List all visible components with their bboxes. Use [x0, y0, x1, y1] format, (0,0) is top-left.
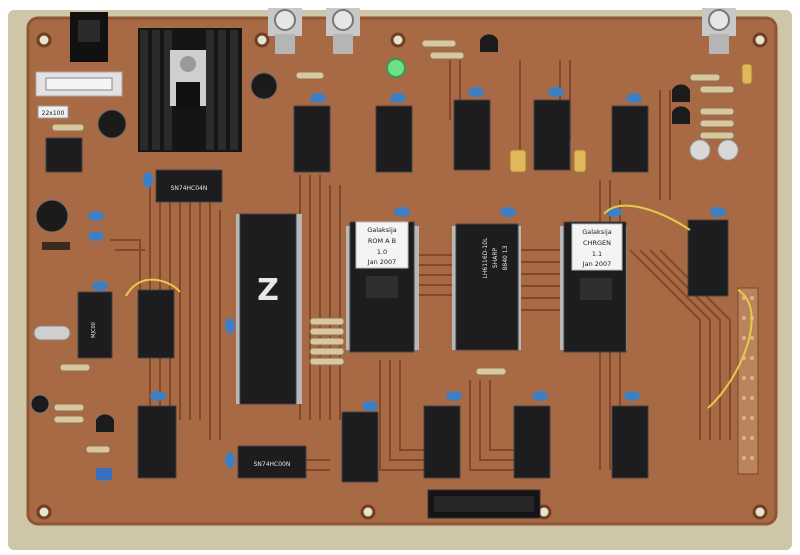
heatsink — [138, 28, 242, 152]
cpu-chip: Z — [239, 213, 297, 405]
resistor-network: 22x100 — [37, 105, 69, 119]
rom-label-line2: ROM A B — [368, 237, 396, 245]
capacitor — [97, 109, 127, 139]
ic-small-b-text: SN74HC00N — [254, 461, 291, 468]
resistor-network-text: 22x100 — [42, 110, 65, 117]
led-green — [386, 58, 406, 78]
capacitors — [30, 72, 739, 414]
ic-chip — [137, 289, 175, 359]
ic-chip — [137, 405, 177, 479]
rom-label — [355, 221, 409, 269]
rom-chip: Galaksija ROM A B 1.0 Jan 2007 — [349, 221, 415, 353]
ic-chip — [423, 405, 461, 479]
pin-header — [427, 489, 541, 519]
capacitor — [689, 139, 711, 161]
capacitor — [30, 394, 50, 414]
rom-label-line1: Galaksija — [367, 226, 397, 234]
rom-label-line3: 1.0 — [377, 248, 387, 256]
fuse — [35, 71, 123, 97]
diode — [42, 242, 70, 250]
chargen-label-line1: Galaksija — [582, 228, 612, 236]
ic-chip — [45, 137, 83, 173]
rom-label-line4: Jan 2007 — [367, 258, 397, 266]
mounting-hole — [390, 32, 406, 48]
power-jack — [70, 12, 108, 62]
ic-chip — [77, 291, 113, 359]
ic-chip — [341, 411, 379, 483]
mounting-hole — [752, 32, 768, 48]
rca-jack-middle — [326, 8, 360, 54]
mounting-hole — [360, 504, 376, 520]
chargen-label-line3: 1.1 — [592, 250, 602, 258]
crystal-oscillator — [33, 325, 71, 341]
expansion-pads — [737, 287, 759, 475]
transistors — [96, 34, 690, 432]
ic-small-b: SN74HC00N — [237, 445, 307, 479]
ram-chip-line1: LH6116D-10L — [482, 237, 489, 279]
mounting-hole — [752, 504, 768, 520]
mounting-hole — [254, 32, 270, 48]
rca-jack-left — [268, 8, 302, 54]
ic-small-a-text: SN74HC04N — [171, 185, 208, 192]
blue-switch — [96, 468, 112, 480]
chargen-label-line2: CHRGEN — [583, 239, 611, 247]
ic-chip — [611, 105, 649, 173]
ic-chip — [533, 99, 571, 171]
yellow-capacitors — [509, 63, 753, 173]
chargen-label — [571, 223, 623, 271]
resistors — [51, 39, 735, 454]
ceramic-capacitors — [88, 87, 726, 481]
pcb-board-shade — [26, 16, 778, 526]
logic-ics — [45, 99, 729, 483]
ic-chip — [293, 105, 331, 173]
ic-chip — [687, 219, 729, 297]
capacitor — [35, 199, 69, 233]
ram-chip-line2: SHARP — [492, 248, 499, 269]
jumper-wires — [125, 204, 753, 409]
ic-chip — [375, 105, 413, 173]
ic-chip — [513, 405, 551, 479]
ic-chip — [611, 405, 649, 479]
ic-small-a: SN74HC04N — [155, 169, 223, 203]
mounting-hole — [36, 504, 52, 520]
rca-jack-right — [702, 8, 736, 54]
mounting-holes — [36, 32, 768, 520]
chargen-label-line4: Jan 2007 — [582, 260, 612, 268]
capacitor — [250, 72, 278, 100]
cpu-logo: Z — [257, 273, 279, 308]
capacitor — [717, 139, 739, 161]
ram-chip: LH6116D-10L SHARP 8840 13 — [455, 223, 519, 351]
chargen-chip: Galaksija CHRGEN 1.1 Jan 2007 — [563, 221, 627, 353]
ic-left-text: MJC00 — [91, 322, 97, 338]
mounting-hole — [36, 32, 52, 48]
ram-chip-line3: 8840 13 — [502, 245, 509, 270]
ic-chip — [453, 99, 491, 171]
